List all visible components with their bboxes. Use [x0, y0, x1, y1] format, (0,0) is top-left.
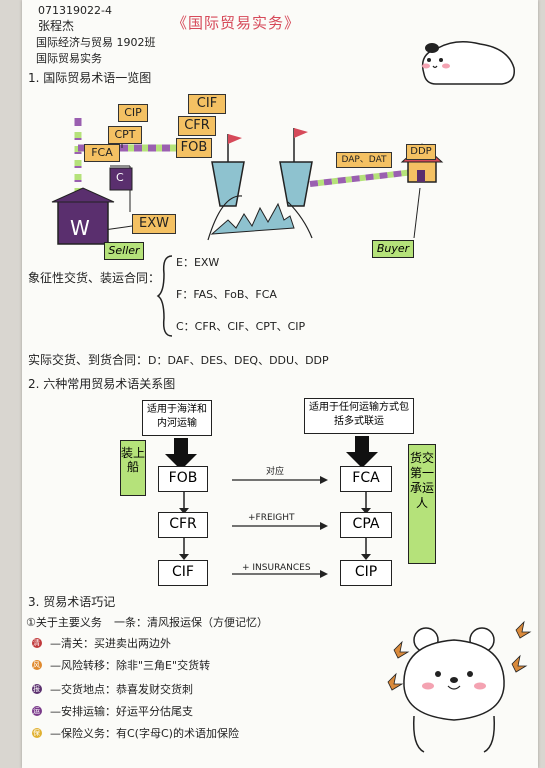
warehouse-w: W [70, 216, 90, 240]
symbolic-c: C：CFR、CIF、CPT、CIP [176, 320, 306, 333]
page-title: 《国际贸易实务》 [172, 14, 301, 32]
mnemonic-text-2: —风险转移：除非"三角E"交货转 [50, 659, 211, 672]
mnemonic-char-3: 报 [33, 685, 40, 693]
mnemonic-intro-right: 一条：清风报运保（方便记忆） [114, 616, 268, 629]
term-ddp: DDP [406, 144, 436, 160]
course-name: 国际贸易实务 [36, 52, 102, 65]
bear-with-leaves-icon [387, 620, 532, 753]
right-tag: 货交第一承运人 [408, 444, 436, 564]
mnemonic-char-1: 清 [33, 639, 40, 647]
trade-terms-diagram [51, 118, 444, 245]
actual-d: D：DAF、DES、DEQ、DDU、DDP [148, 354, 329, 367]
buyer-tag: Buyer [372, 240, 414, 258]
actual-label: 实际交货、到货合同： [28, 353, 149, 367]
student-name: 张程杰 [38, 19, 75, 33]
mnemonic-char-4: 运 [33, 707, 40, 715]
notebook-page: 071319022-4 张程杰 国际经济与贸易 1902班 国际贸易实务 《国际… [22, 0, 538, 768]
class-name: 国际经济与贸易 1902班 [36, 36, 156, 49]
section3-heading: 3. 贸易术语巧记 [28, 595, 116, 609]
term-box-cif: CIF [158, 560, 208, 586]
mnemonic-text-4: —安排运输：好运平分估尾支 [50, 705, 193, 718]
mnemonic-char-5: 保 [33, 729, 40, 737]
section1-heading: 1. 国际贸易术语一览图 [28, 71, 152, 85]
left-tag: 装上船 [120, 440, 146, 496]
relation-arrows [165, 436, 378, 578]
term-cip: CIP [118, 104, 148, 122]
term-cfr: CFR [178, 116, 216, 136]
mnemonic-dot-2 [32, 660, 42, 670]
term-box-cfr: CFR [158, 512, 208, 538]
mnemonic-text-1: —清关：买进卖出两边外 [50, 637, 171, 650]
mnemonic-dot-3 [32, 684, 42, 694]
term-box-cip: CIP [340, 560, 392, 586]
symbolic-e: E：EXW [176, 256, 220, 269]
term-box-fob: FOB [158, 466, 208, 492]
term-box-fca: FCA [340, 466, 392, 492]
term-fob: FOB [176, 138, 212, 158]
arrow-label-correspond: 对应 [266, 467, 285, 477]
seller-tag: Seller [104, 242, 144, 260]
term-cpt: CPT [108, 126, 142, 144]
term-exw: EXW [132, 214, 176, 234]
sleeping-bear-icon [421, 41, 515, 85]
mnemonic-char-2: 风 [33, 661, 40, 669]
term-cif: CIF [188, 94, 226, 114]
term-dap-dat: DAP、DAT [336, 152, 392, 168]
arrow-label-freight: +FREIGHT [248, 513, 295, 523]
mnemonic-dot-1 [32, 638, 42, 648]
symbolic-f: F：FAS、FoB、FCA [176, 288, 277, 301]
mnemonic-dot-4 [32, 706, 42, 716]
mnemonic-dot-5 [32, 728, 42, 738]
mnemonic-text-5: —保险义务：有C(字母C)的术语加保险 [50, 727, 239, 740]
mnemonic-intro-left: ①关于主要义务 [26, 616, 102, 629]
term-fca: FCA [84, 144, 120, 162]
brace-icon [156, 255, 173, 337]
term-c: C [116, 171, 124, 184]
term-box-cpa: CPA [340, 512, 392, 538]
right-note: 适用于任何运输方式包括多式联运 [304, 398, 414, 434]
section2-heading: 2. 六种常用贸易术语关系图 [28, 377, 176, 391]
left-note: 适用于海洋和内河运输 [142, 400, 212, 436]
mnemonic-text-3: —交货地点：恭喜发财交货刺 [50, 683, 193, 696]
symbolic-label: 象征性交货、装运合同： [28, 271, 161, 285]
student-id: 071319022-4 [38, 4, 112, 17]
arrow-label-insurance: + INSURANCES [242, 563, 311, 573]
